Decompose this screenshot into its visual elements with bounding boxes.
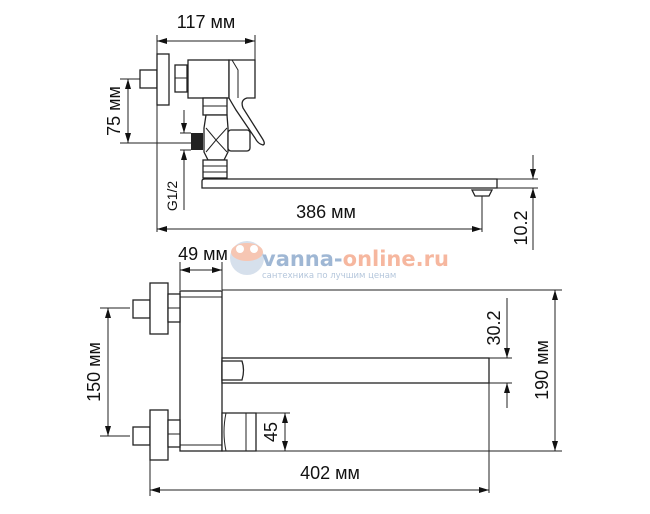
dimension-g12: G1/2 xyxy=(164,110,191,211)
dimension-49: 49 мм xyxy=(178,244,228,290)
dimension-label: 117 мм xyxy=(177,12,235,32)
dimension-label: 10.2 xyxy=(511,210,531,245)
dimension-10-2: 10.2 xyxy=(497,155,538,250)
watermark-tagline: сантехника по лучшим ценам xyxy=(262,271,396,281)
dimension-150: 150 мм xyxy=(84,307,130,437)
dimension-30-2: 30.2 xyxy=(484,298,512,408)
dimension-45: 45 xyxy=(256,412,290,451)
dimension-label: 190 мм xyxy=(532,340,552,400)
dimension-label: 75 мм xyxy=(104,86,124,136)
front-view: 49 мм 150 мм xyxy=(84,244,562,496)
dimension-402: 402 мм xyxy=(150,463,489,493)
mixer-front xyxy=(132,282,490,461)
dimension-label: 49 мм xyxy=(178,244,228,264)
dimension-label: 45 xyxy=(261,422,281,442)
mixer-top xyxy=(139,53,498,197)
watermark-logo: vanna-online.ru сантехника по лучшим цен… xyxy=(230,241,449,281)
top-view: 117 мм 75 мм G1/2 xyxy=(104,12,538,250)
dimension-label: 402 мм xyxy=(300,463,360,483)
dimension-label: 30.2 xyxy=(484,310,504,345)
dimension-label: 386 мм xyxy=(296,202,356,222)
dimension-190: 190 мм xyxy=(532,290,558,451)
dimension-label: 150 мм xyxy=(84,342,104,402)
dimension-117: 117 мм xyxy=(156,12,256,232)
dimension-386: 386 мм xyxy=(157,196,483,232)
watermark-brand: vanna-online.ru xyxy=(262,247,449,271)
dimension-75: 75 мм xyxy=(104,78,191,144)
dimension-label: G1/2 xyxy=(164,181,180,212)
